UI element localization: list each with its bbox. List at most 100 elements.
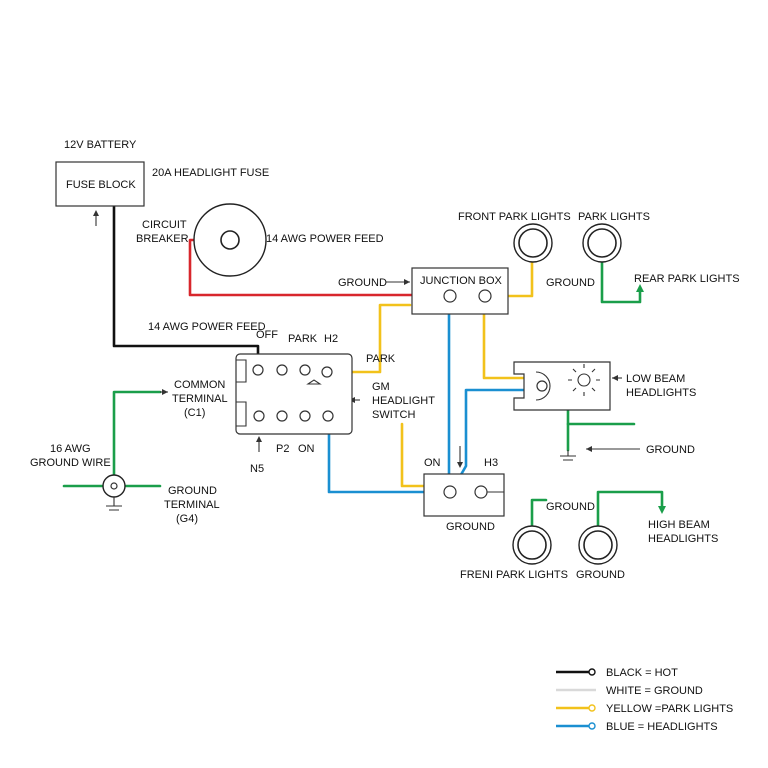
- junction-box: [411, 267, 509, 315]
- switch-terminal-on-a: [299, 410, 311, 422]
- relay-terminal-right: [474, 485, 488, 499]
- switch-notch: [236, 359, 247, 383]
- legend-item-white: WHITE = GROUND: [556, 685, 703, 697]
- low-beam-rays: [568, 364, 600, 396]
- switch-terminal-off: [252, 364, 264, 376]
- ground-symbol-low: [560, 450, 576, 461]
- circuit-breaker-label-2: BREAKER: [136, 233, 189, 245]
- ground-low-label: GROUND: [646, 444, 695, 456]
- power-feed-label-top: 14 AWG POWER FEED: [266, 233, 384, 245]
- h3-label: H3: [484, 457, 498, 469]
- lamp-lens: [583, 530, 613, 560]
- on-relay-label: ON: [424, 457, 441, 469]
- yellow-park-wire-switch: [350, 303, 412, 374]
- fuse-block-label: FUSE BLOCK: [66, 179, 136, 191]
- switch-terminal-h2: [321, 366, 333, 378]
- switch-terminal-n5: [253, 410, 265, 422]
- low-beam-housing: [513, 361, 611, 411]
- ground-bottom-label: GROUND: [576, 569, 625, 581]
- arrowhead: [658, 506, 666, 514]
- park-lights-top-label: PARK LIGHTS: [578, 211, 650, 223]
- ground-terminal-label-1: GROUND: [168, 485, 217, 497]
- awg16-label-1: 16 AWG: [50, 443, 91, 455]
- low-beam-label-2: HEADLIGHTS: [626, 387, 696, 399]
- gm-label-1: GM: [372, 381, 390, 393]
- legend-swatch: [588, 704, 596, 712]
- legend-item-black: BLACK = HOT: [556, 667, 678, 679]
- junction-terminal-right: [478, 289, 492, 303]
- legend-item-blue: BLUE = HEADLIGHTS: [556, 721, 718, 733]
- ground-terminal-center: [110, 482, 118, 490]
- low-beam-label-1: LOW BEAM: [626, 373, 685, 385]
- lamp-lens: [518, 228, 548, 258]
- on-switch-label: ON: [298, 443, 315, 455]
- park-switch-label: PARK: [288, 333, 318, 345]
- junction-box-label: JUNCTION BOX: [420, 275, 503, 287]
- front-park-lights-top-label: FRONT PARK LIGHTS: [458, 211, 571, 223]
- rear-park-lights-label: REAR PARK LIGHTS: [634, 273, 740, 285]
- p2-label: P2: [276, 443, 289, 455]
- battery-label: 12V BATTERY: [64, 139, 137, 151]
- green-ground-common: [112, 390, 162, 480]
- ground-relay-label: GROUND: [446, 521, 495, 533]
- green-ground-highbeam: [596, 490, 664, 528]
- arrowhead: [457, 462, 463, 468]
- switch-terminal-park-a: [276, 364, 288, 376]
- switch-terminal-on-b: [322, 410, 334, 422]
- ground-terminal-label-3: (G4): [176, 513, 198, 525]
- off-label: OFF: [256, 329, 278, 341]
- power-feed-left-label: 14 AWG POWER FEED: [148, 321, 266, 333]
- gm-label-3: SWITCH: [372, 409, 415, 421]
- legend-label-white: WHITE = GROUND: [606, 685, 703, 697]
- ground-label-right-1: GROUND: [546, 277, 595, 289]
- arrowhead: [612, 375, 618, 381]
- h2-label: H2: [324, 333, 338, 345]
- relay-box: [423, 473, 505, 517]
- lamp-lens: [587, 228, 617, 258]
- low-beam-connector: [535, 371, 551, 401]
- arrowhead: [636, 284, 644, 292]
- green-ground-front-park-bottom: [530, 498, 548, 528]
- legend-label-black: BLACK = HOT: [606, 667, 678, 679]
- legend-swatch: [588, 722, 596, 730]
- legend-label-blue: BLUE = HEADLIGHTS: [606, 721, 718, 733]
- switch-notch: [236, 401, 247, 427]
- junction-terminal-left: [443, 289, 457, 303]
- common-terminal-label-3: (C1): [184, 407, 205, 419]
- arrowhead: [93, 210, 99, 216]
- lamp-lens: [517, 530, 547, 560]
- ground-label-junction: GROUND: [338, 277, 387, 289]
- circuit-breaker-terminal: [220, 230, 240, 250]
- switch-mark: [306, 379, 322, 385]
- switch-terminal-p2: [276, 410, 288, 422]
- awg16-label-2: GROUND WIRE: [30, 457, 111, 469]
- ground-right-2-label: GROUND: [546, 501, 595, 513]
- blue-headlight-wire-switch: [327, 414, 449, 494]
- front-park-lights-bottom-label: FRENI PARK LIGHTS: [460, 569, 568, 581]
- low-beam-terminal: [536, 380, 548, 392]
- common-terminal-label-2: TERMINAL: [172, 393, 228, 405]
- arrowhead: [586, 446, 592, 452]
- low-beam-bulb-icon: [577, 373, 591, 387]
- legend-label-yellow: YELLOW =PARK LIGHTS: [606, 703, 733, 715]
- ground-terminal-label-2: TERMINAL: [164, 499, 220, 511]
- headlight-fuse-label: 20A HEADLIGHT FUSE: [152, 167, 269, 179]
- legend: BLACK = HOT WHITE = GROUND YELLOW =PARK …: [556, 667, 733, 733]
- legend-swatch: [588, 668, 596, 676]
- fuse-block: [55, 161, 145, 207]
- arrowhead: [162, 389, 168, 395]
- relay-terminal-left: [443, 485, 457, 499]
- switch-terminal-park-b: [299, 364, 311, 376]
- high-beam-label-1: HIGH BEAM: [648, 519, 710, 531]
- circuit-breaker-label-1: CIRCUIT: [142, 219, 187, 231]
- park-wire-label: PARK: [366, 353, 396, 365]
- gm-label-2: HEADLIGHT: [372, 395, 435, 407]
- arrowhead: [404, 279, 410, 285]
- common-terminal-label-1: COMMON: [174, 379, 225, 391]
- headlight-switch: [235, 353, 353, 435]
- green-ground-rear-park: [600, 258, 642, 304]
- high-beam-label-2: HEADLIGHTS: [648, 533, 718, 545]
- arrowhead: [256, 436, 262, 442]
- legend-item-yellow: YELLOW =PARK LIGHTS: [556, 703, 733, 715]
